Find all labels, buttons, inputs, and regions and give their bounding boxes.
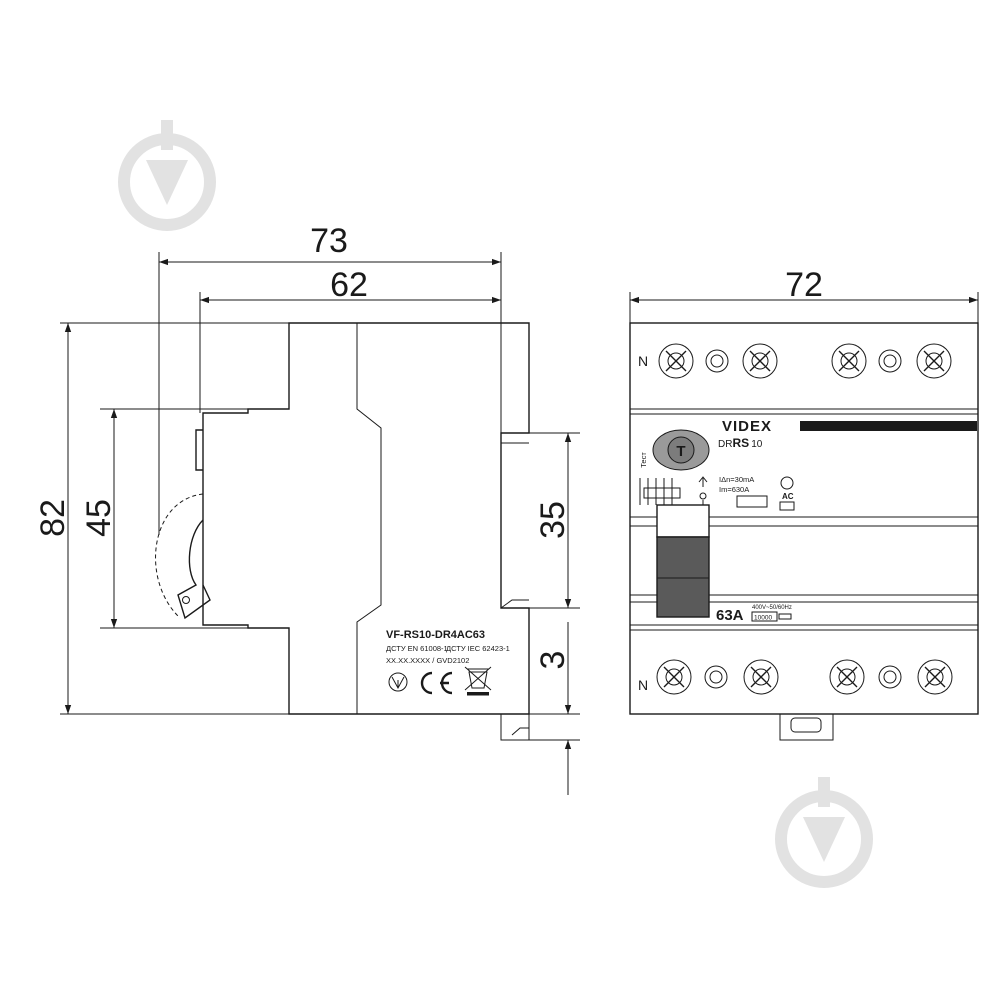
standard-label-1: ДСТУ EN 61008-1 [386,644,448,653]
type-label: AC [782,492,794,501]
residual-current: IΔn=30mA [719,475,754,484]
status-window [736,495,768,508]
terminal-hole [704,665,728,689]
terminal-hole [705,349,729,373]
brand-bar [800,421,977,431]
dimension-82: 82 [34,499,72,537]
fuse-icon [778,613,792,620]
screw-terminal [743,659,779,695]
brand-logo: VIDEX [722,418,772,435]
ukrainian-conformity-icon [388,672,408,692]
test-button[interactable]: T [652,429,710,471]
screw-terminal [916,343,952,379]
screw-terminal [656,659,692,695]
front-view: N N VIDEX DRRS 10 Тест T [629,266,979,741]
voltage-rating: 400V~50/60Hz [752,605,792,611]
dimension-72: 72 [785,266,823,304]
on-off-indicator-icon [698,476,708,508]
pin-icon [775,777,873,888]
side-view: VF-RS10-DR4AC63 ДСТУ EN 61008-1 ДСТУ IEC… [34,222,580,795]
dimension-73: 73 [310,222,348,260]
test-label: Тест [639,452,648,468]
serial-label: XX.XX.XXXX / GVD2102 [386,656,469,665]
screw-terminal [831,343,867,379]
svg-text:T: T [676,443,685,460]
terminal-n-top: N [638,353,648,369]
model-label: VF-RS10-DR4AC63 [386,629,485,641]
screw-terminal [829,659,865,695]
crossed-bin-icon [464,666,492,696]
dimension-3: 3 [534,651,572,670]
wiring-diagram-icon [639,478,681,505]
terminal-hole [878,349,902,373]
temperature-icon [780,476,794,490]
breaking-capacity: 10000 [754,615,772,622]
ac-wave-icon [779,501,795,511]
dimension-62: 62 [330,266,368,304]
dimension-35: 35 [534,501,572,539]
screw-terminal [917,659,953,695]
series-label: DRRS 10 [718,436,763,450]
ce-mark-icon [420,671,453,695]
standard-label-2: ДСТУ IEC 62423-1 [446,644,510,653]
operating-handle[interactable] [656,504,710,618]
terminal-n-bottom: N [638,677,648,693]
making-capacity: Im=630A [719,485,749,494]
screw-terminal [658,343,694,379]
pin-icon [118,120,216,231]
screw-terminal [742,343,778,379]
dimension-45: 45 [80,499,118,537]
current-rating: 63A [716,607,744,624]
terminal-hole [878,665,902,689]
